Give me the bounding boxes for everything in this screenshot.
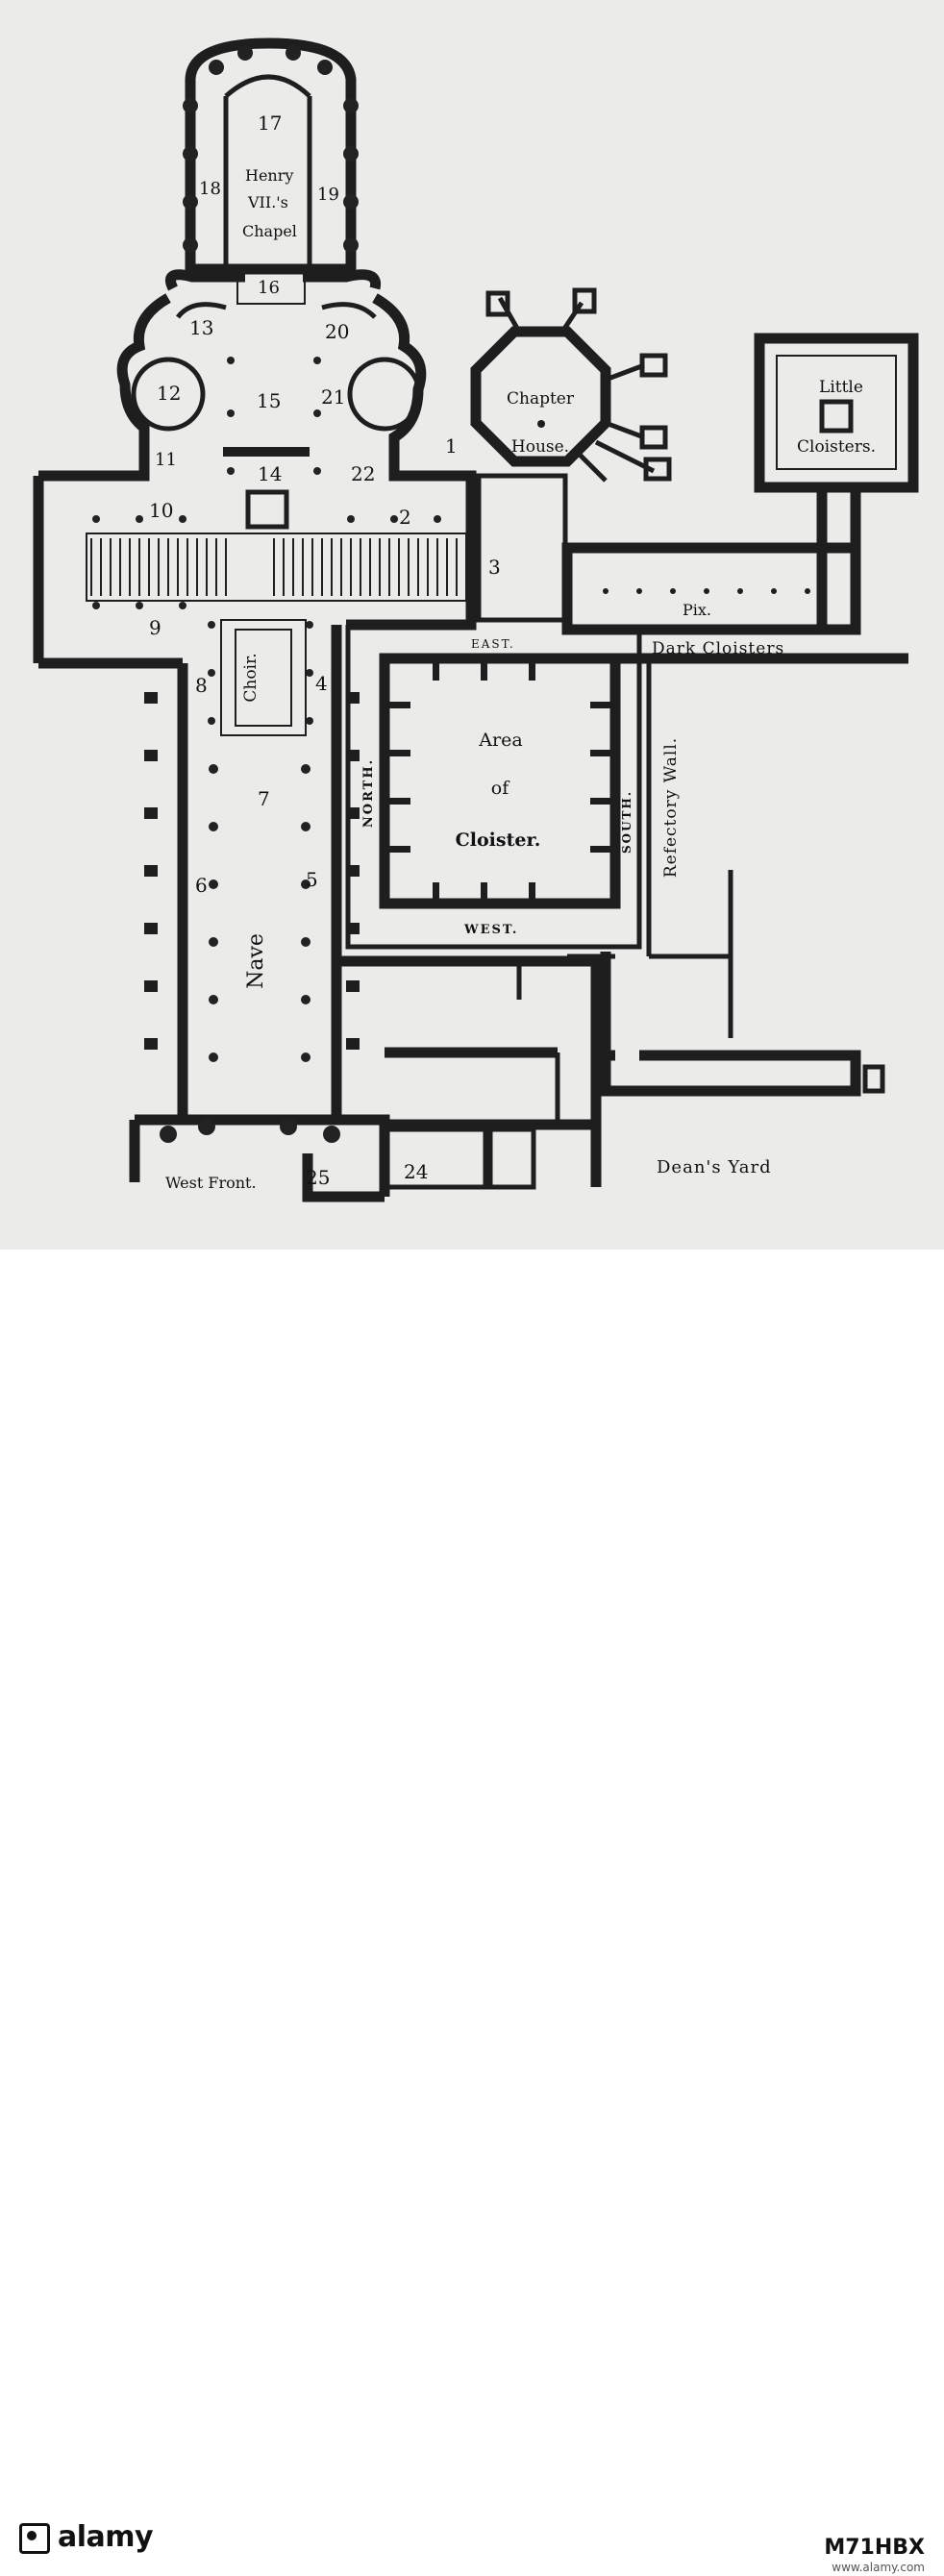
abbey-floor-plan: 17 18 19 Henry VII.'s Chapel 16 13 20 12… <box>33 37 919 1202</box>
label-17: 17 <box>258 111 282 135</box>
image-id: M71HBX <box>824 2536 925 2560</box>
label-west-front: West Front. <box>165 1174 257 1192</box>
label-6: 6 <box>195 874 208 897</box>
plan-labels: 17 18 19 Henry VII.'s Chapel 16 13 20 12… <box>149 111 876 1192</box>
label-12: 12 <box>157 382 181 405</box>
west-range-buildings <box>302 952 885 1202</box>
stock-footer: alamy M71HBX www.alamy.com <box>0 1250 944 2574</box>
label-dark-cloisters: Dark Cloisters <box>652 639 784 658</box>
little-cloisters <box>754 333 919 493</box>
label-21: 21 <box>321 385 345 409</box>
pix-and-dark-cloisters <box>561 485 908 664</box>
label-11: 11 <box>155 450 177 470</box>
label-22: 22 <box>351 462 375 485</box>
label-henry: Henry <box>245 166 293 185</box>
site-url: www.alamy.com <box>832 2561 925 2574</box>
label-5: 5 <box>306 868 318 891</box>
label-nave: Nave <box>244 933 268 989</box>
label-west: WEST. <box>463 923 518 937</box>
label-cloister: Cloister. <box>456 830 541 851</box>
transepts <box>33 447 477 669</box>
label-10: 10 <box>149 499 173 522</box>
label-north: NORTH. <box>361 758 376 828</box>
label-deans-yard: Dean's Yard <box>657 1157 772 1177</box>
label-2: 2 <box>399 506 411 529</box>
apse-chapels <box>82 269 427 482</box>
label-25: 25 <box>306 1166 330 1189</box>
label-8: 8 <box>195 674 208 697</box>
alamy-logo-icon <box>19 2522 50 2554</box>
label-7: 7 <box>258 787 270 810</box>
label-13: 13 <box>189 316 213 339</box>
label-18: 18 <box>199 179 221 199</box>
label-east: EAST. <box>471 637 515 651</box>
label-pix: Pix. <box>683 601 711 619</box>
label-4: 4 <box>315 672 328 695</box>
label-of: of <box>491 778 510 799</box>
label-chapter-1: Chapter <box>507 389 575 409</box>
alamy-logo: alamy <box>19 2520 154 2554</box>
label-9: 9 <box>149 616 161 639</box>
label-chapter-2: House. <box>511 437 569 457</box>
label-24: 24 <box>404 1160 428 1183</box>
label-area: Area <box>478 730 522 751</box>
stock-image-info: M71HBX www.alamy.com <box>824 2536 925 2576</box>
label-19: 19 <box>317 185 339 205</box>
label-choir: Choir. <box>241 653 261 702</box>
henry-vii-chapel <box>183 37 359 305</box>
label-16: 16 <box>258 278 280 298</box>
label-3: 3 <box>488 556 501 579</box>
chapter-house <box>470 287 672 623</box>
label-little-cloisters-2: Cloisters. <box>797 437 876 457</box>
label-little-cloisters-1: Little <box>819 378 863 397</box>
label-vii: VII.'s <box>247 193 288 211</box>
label-refectory-wall: Refectory Wall. <box>661 737 681 878</box>
label-south: SOUTH. <box>620 790 633 854</box>
label-14: 14 <box>258 462 282 485</box>
label-20: 20 <box>325 320 349 343</box>
label-15: 15 <box>257 389 281 412</box>
label-chapel: Chapel <box>242 222 297 240</box>
label-1: 1 <box>445 434 458 458</box>
alamy-logo-text: alamy <box>58 2520 154 2554</box>
